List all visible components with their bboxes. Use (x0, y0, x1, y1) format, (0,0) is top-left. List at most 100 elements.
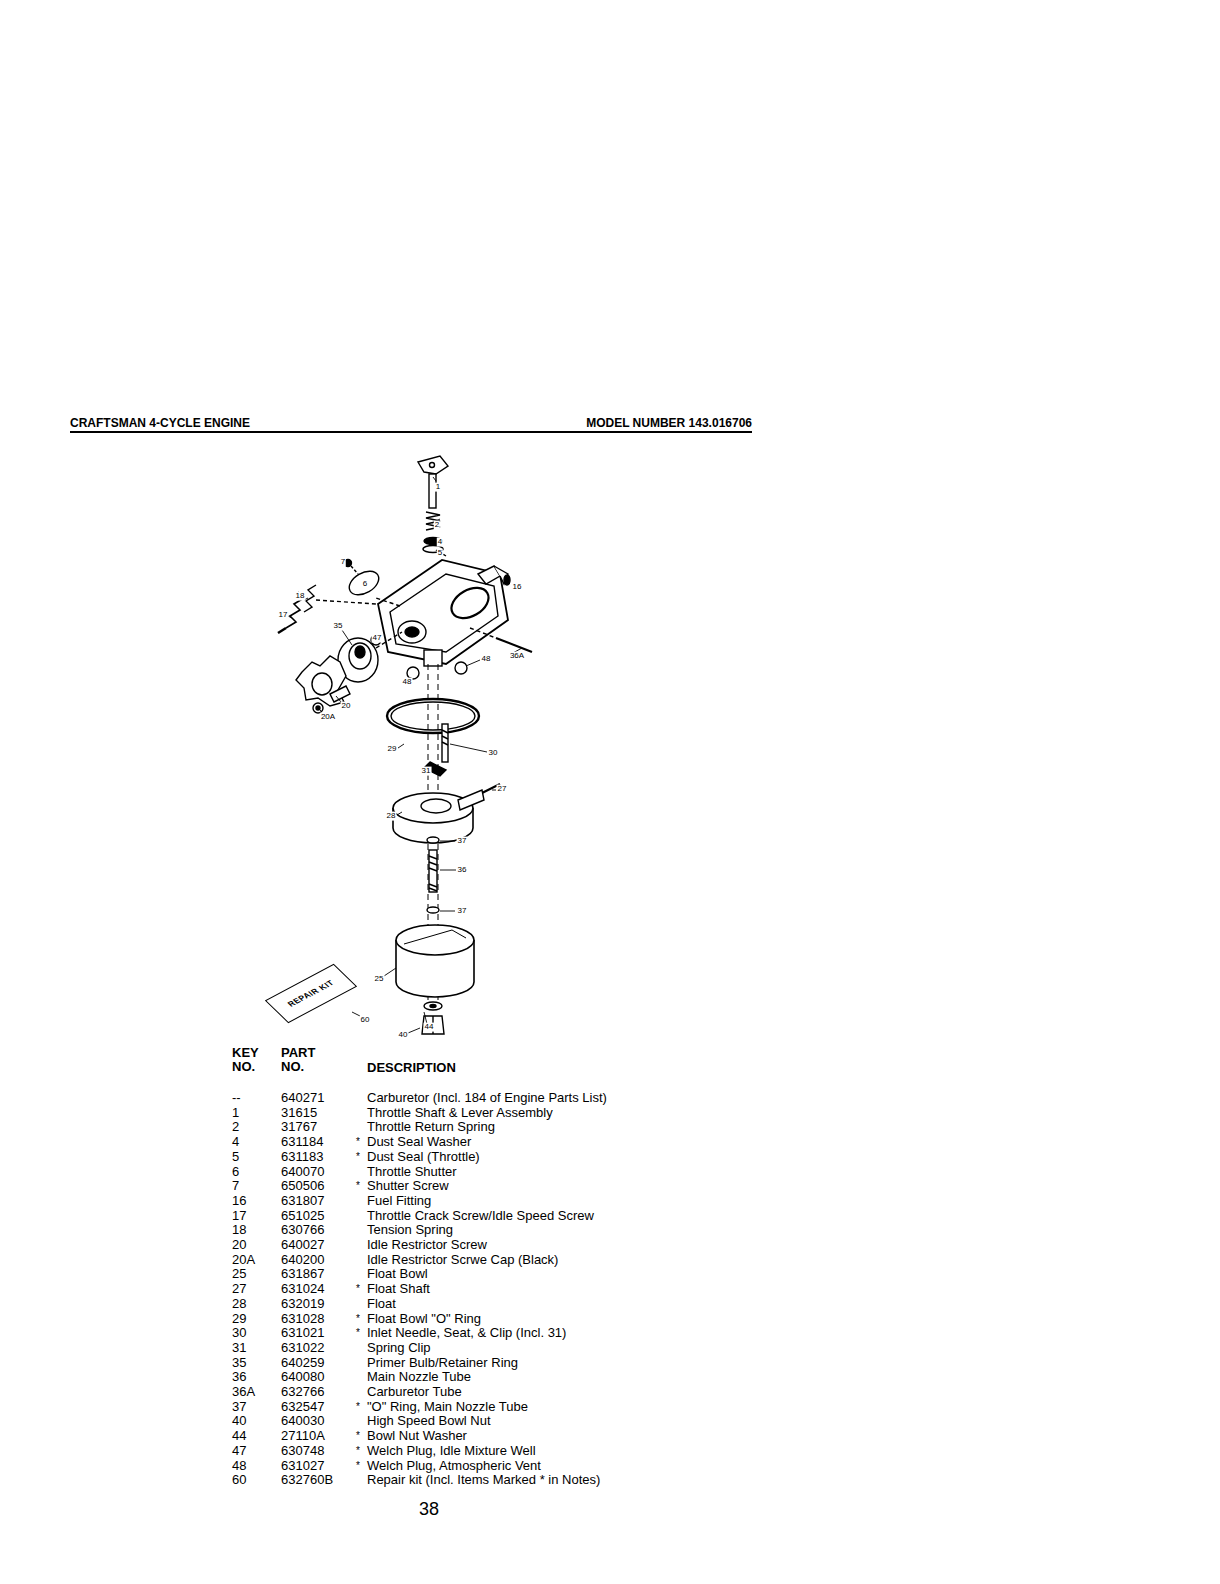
table-cell: 650506 (281, 1179, 324, 1193)
table-cell: * (356, 1401, 360, 1412)
repair-kit-card: REPAIR KIT (265, 964, 357, 1023)
callout-number: 6 (362, 580, 368, 589)
table-cell: * (356, 1136, 360, 1147)
table-cell: * (356, 1430, 360, 1441)
table-cell: Throttle Return Spring (367, 1120, 495, 1134)
table-cell: Fuel Fitting (367, 1194, 431, 1208)
table-cell: 640080 (281, 1370, 324, 1384)
callout-number: 20 (341, 702, 352, 711)
callout-number: 35 (333, 622, 344, 631)
table-cell: 631028 (281, 1312, 324, 1326)
table-cell: 631027 (281, 1459, 324, 1473)
table-cell: Float (367, 1297, 396, 1311)
callout-number: 16 (512, 583, 523, 592)
table-cell: 25 (232, 1267, 246, 1281)
page-number: 38 (419, 1500, 439, 1520)
table-cell: Inlet Needle, Seat, & Clip (Incl. 31) (367, 1326, 566, 1340)
table-cell: 632766 (281, 1385, 324, 1399)
table-cell: Idle Restrictor Scrwe Cap (Black) (367, 1253, 558, 1267)
callout-number: 5 (437, 549, 443, 558)
table-cell: Welch Plug, Idle Mixture Well (367, 1444, 536, 1458)
table-cell: 632760B (281, 1473, 333, 1487)
table-cell: -- (232, 1091, 241, 1105)
table-cell: Throttle Shaft & Lever Assembly (367, 1106, 553, 1120)
table-cell: 30 (232, 1326, 246, 1340)
table-cell: 35 (232, 1356, 246, 1370)
page-header: MODEL NUMBER 143.016706 (586, 417, 752, 430)
callout-number: 44 (424, 1023, 435, 1032)
callout-number: 37 (457, 907, 468, 916)
table-cell: * (356, 1460, 360, 1471)
table-cell: 640271 (281, 1091, 324, 1105)
callout-number: 4 (437, 538, 443, 547)
table-cell: 631024 (281, 1282, 324, 1296)
table-cell: Primer Bulb/Retainer Ring (367, 1356, 518, 1370)
table-cell: PART NO. (281, 1046, 315, 1074)
callout-number: 29 (387, 745, 398, 754)
table-cell: 631022 (281, 1341, 324, 1355)
kit-label: REPAIR KIT (286, 979, 337, 1009)
callout-number: 1 (435, 483, 441, 492)
page-header: CRAFTSMAN 4-CYCLE ENGINE (70, 417, 250, 430)
table-cell: * (356, 1445, 360, 1456)
callout-number: 36A (509, 652, 525, 661)
table-cell: "O" Ring, Main Nozzle Tube (367, 1400, 528, 1414)
table-cell: Throttle Crack Screw/Idle Speed Screw (367, 1209, 594, 1223)
table-cell: 27 (232, 1282, 246, 1296)
callout-number: 48 (402, 678, 413, 687)
callout-number: 2 (434, 521, 440, 530)
table-cell: * (356, 1151, 360, 1162)
table-cell: DESCRIPTION (367, 1061, 456, 1075)
table-cell: 651025 (281, 1209, 324, 1223)
table-cell: Spring Clip (367, 1341, 431, 1355)
table-cell: 44 (232, 1429, 246, 1443)
table-cell: Welch Plug, Atmospheric Vent (367, 1459, 541, 1473)
table-cell: 630748 (281, 1444, 324, 1458)
table-cell: 631021 (281, 1326, 324, 1340)
table-cell: Float Bowl (367, 1267, 428, 1281)
table-cell: 1 (232, 1106, 239, 1120)
table-cell: Tension Spring (367, 1223, 453, 1237)
table-cell: Carburetor Tube (367, 1385, 462, 1399)
table-cell: Main Nozzle Tube (367, 1370, 471, 1384)
table-cell: 31 (232, 1341, 246, 1355)
table-cell: 640070 (281, 1165, 324, 1179)
table-cell: 37 (232, 1400, 246, 1414)
callout-number: 27 (497, 785, 508, 794)
callout-number: 7 (340, 558, 346, 567)
table-cell: 17 (232, 1209, 246, 1223)
table-cell: 48 (232, 1459, 246, 1473)
table-cell: Carburetor (Incl. 184 of Engine Parts Li… (367, 1091, 607, 1105)
table-cell: 29 (232, 1312, 246, 1326)
table-cell: 47 (232, 1444, 246, 1458)
callout-number: 18 (295, 592, 306, 601)
callout-number: 20A (320, 713, 336, 722)
table-cell: 640027 (281, 1238, 324, 1252)
table-cell: 631807 (281, 1194, 324, 1208)
callout-number: 25 (374, 975, 385, 984)
table-cell: 640030 (281, 1414, 324, 1428)
table-cell: 36 (232, 1370, 246, 1384)
table-cell: Bowl Nut Washer (367, 1429, 467, 1443)
table-cell: KEY NO. (232, 1046, 262, 1074)
callout-number: 31 (421, 767, 432, 776)
callout-number: 47 (372, 634, 383, 643)
table-cell: 18 (232, 1223, 246, 1237)
table-cell: * (356, 1283, 360, 1294)
table-cell: 28 (232, 1297, 246, 1311)
table-cell: 4 (232, 1135, 239, 1149)
table-cell: 631184 (281, 1135, 323, 1149)
table-cell: Repair kit (Incl. Items Marked * in Note… (367, 1473, 600, 1487)
table-cell: 632019 (281, 1297, 324, 1311)
table-cell: 631867 (281, 1267, 324, 1281)
table-cell: 31615 (281, 1106, 317, 1120)
callout-number: 60 (360, 1016, 371, 1025)
table-cell: 20 (232, 1238, 246, 1252)
table-cell: * (356, 1313, 360, 1324)
table-cell: 16 (232, 1194, 246, 1208)
table-cell: 36A (232, 1385, 255, 1399)
table-cell: Float Shaft (367, 1282, 430, 1296)
table-cell: * (356, 1180, 360, 1191)
